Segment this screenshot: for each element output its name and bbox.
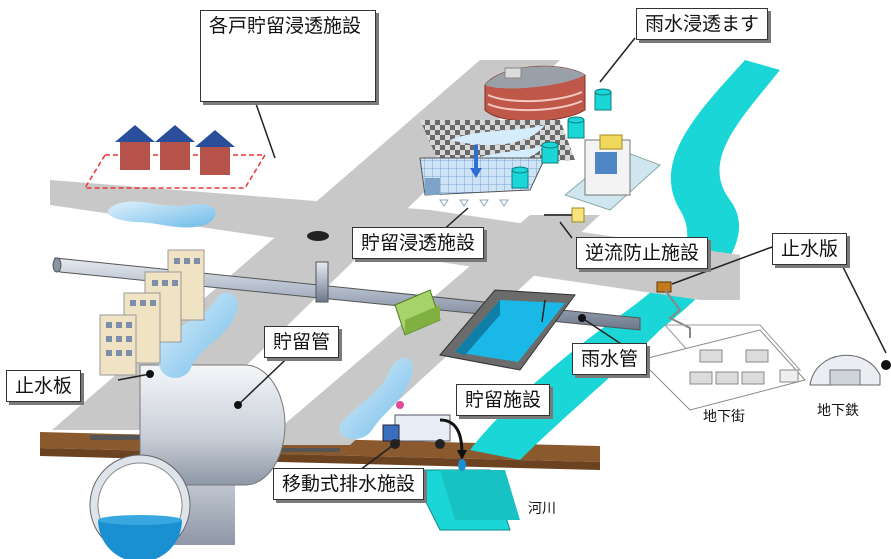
label-rainwater-pipe: 雨水管 xyxy=(572,343,648,375)
label-storage-pipe: 貯留管 xyxy=(264,326,340,358)
river xyxy=(470,60,780,460)
label-rainwater-infiltration-well: 雨水浸透ます xyxy=(636,8,769,40)
label-stop-water-plate-right: 止水版 xyxy=(772,233,848,265)
water-pool-lower xyxy=(339,357,413,440)
water-pool-left-road xyxy=(107,201,216,228)
stop-plate-marker xyxy=(656,281,672,293)
label-subway: 地下鉄 xyxy=(817,403,859,419)
label-household-storage: 各戸貯留浸透施設 xyxy=(209,15,362,37)
label-stop-water-plate-left: 止水板 xyxy=(6,370,82,402)
label-river: 河川 xyxy=(528,501,556,517)
office-building xyxy=(544,134,661,223)
subway-tunnel xyxy=(809,354,881,386)
commercial-building xyxy=(484,65,586,122)
houses xyxy=(83,125,267,189)
truck xyxy=(394,289,441,336)
label-storage-facility: 貯留施設 xyxy=(456,384,551,416)
underground-mall xyxy=(639,324,806,411)
infiltration-wells xyxy=(511,88,612,189)
storage-basin xyxy=(439,289,576,371)
manhole xyxy=(307,231,329,241)
label-backflow-prevention: 逆流防止施設 xyxy=(576,237,709,269)
label-storage-infiltration-facility: 貯留浸透施設 xyxy=(352,227,485,259)
water-pool-building xyxy=(157,292,238,378)
apartment-buildings xyxy=(99,249,205,376)
mobile-pump-vehicle xyxy=(382,401,467,471)
label-mobile-drainage: 移動式排水施設 xyxy=(273,468,425,500)
label-underground-mall: 地下街 xyxy=(703,409,745,425)
callout-household-storage: 各戸貯留浸透施設 xyxy=(200,10,376,102)
